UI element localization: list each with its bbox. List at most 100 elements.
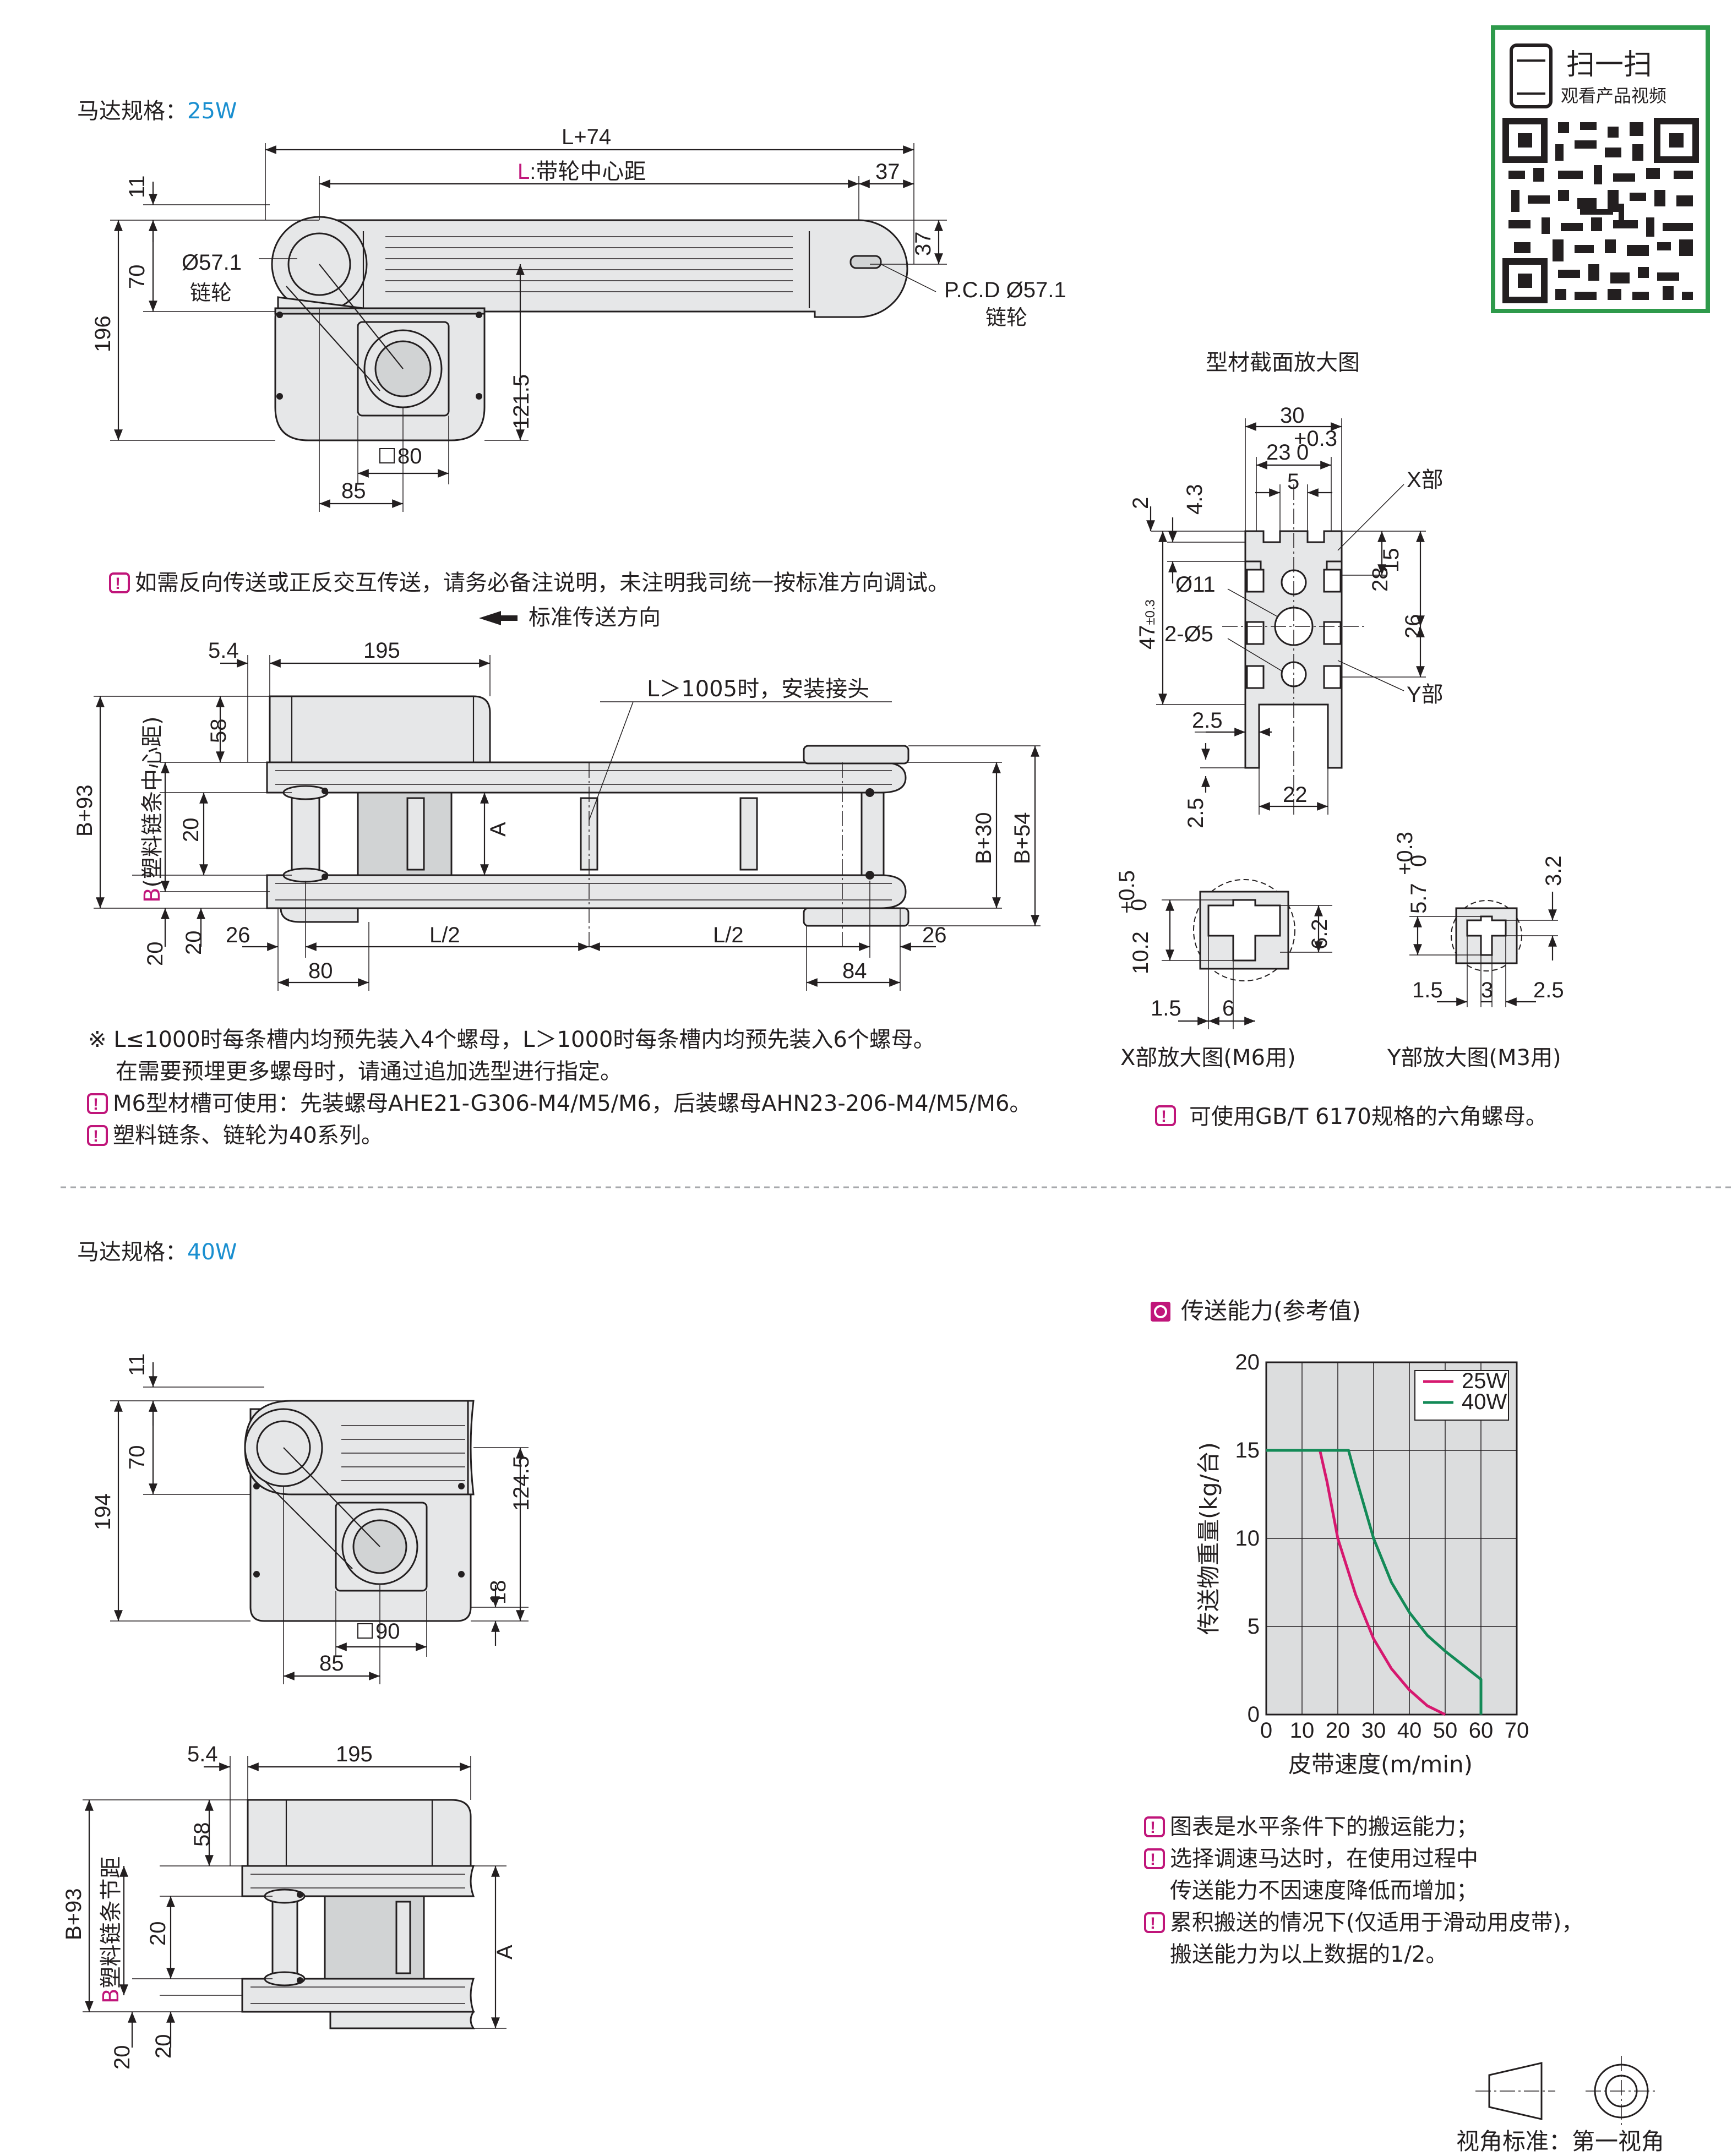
svg-text:图表是水平条件下的搬运能力；: 图表是水平条件下的搬运能力； bbox=[1170, 1814, 1478, 1840]
capacity-notes: ! 图表是水平条件下的搬运能力； ! 选择调速马达时，在使用过程中 传送能力不因… bbox=[1144, 1814, 1583, 1967]
svg-text:70: 70 bbox=[125, 265, 149, 290]
svg-text:5.4: 5.4 bbox=[208, 638, 239, 663]
svg-text:195: 195 bbox=[363, 638, 400, 663]
svg-text:6.2: 6.2 bbox=[1308, 919, 1332, 949]
note-reverse: ! 如需反向传送或正反交互传送，请务必备注说明，未注明我司统一按标准方向调试。 bbox=[109, 570, 950, 596]
svg-text:选择调速马达时，在使用过程中: 选择调速马达时，在使用过程中 bbox=[1170, 1846, 1478, 1871]
svg-text:!: ! bbox=[1150, 1914, 1156, 1933]
svg-text:B+30: B+30 bbox=[972, 812, 996, 864]
svg-text:85: 85 bbox=[341, 479, 366, 503]
svg-text:2-Ø5: 2-Ø5 bbox=[1164, 622, 1213, 646]
svg-text:20: 20 bbox=[179, 818, 203, 843]
svg-text:70: 70 bbox=[125, 1445, 149, 1470]
svg-text:20: 20 bbox=[146, 1922, 170, 1946]
svg-text:1.5: 1.5 bbox=[1151, 996, 1181, 1020]
svg-text:传送能力(参考值): 传送能力(参考值) bbox=[1181, 1297, 1361, 1324]
svg-text:在需要预埋更多螺母时，请通过追加选型进行指定。: 在需要预埋更多螺母时，请通过追加选型进行指定。 bbox=[116, 1059, 622, 1084]
view-standard-label: 视角标准：第一视角 bbox=[1456, 2128, 1664, 2155]
svg-text:L+74: L+74 bbox=[562, 125, 611, 149]
svg-text:28: 28 bbox=[1368, 567, 1392, 592]
legend-box bbox=[1414, 1370, 1509, 1421]
svg-text:20: 20 bbox=[182, 931, 206, 956]
svg-text:!: ! bbox=[93, 1095, 99, 1114]
y-detail: 5.7 +0.3 0 3.2 1.5 3 2.5 Y部放大图(M3用) bbox=[1387, 832, 1566, 1071]
x-tick-label: 0 bbox=[1260, 1718, 1272, 1743]
svg-text:5.4: 5.4 bbox=[187, 1742, 218, 1766]
svg-text:+0.3: +0.3 bbox=[1393, 832, 1417, 875]
svg-text:37: 37 bbox=[875, 160, 900, 184]
motor-spec-label-40w: 马达规格：40W bbox=[77, 1240, 237, 1265]
svg-text:X部放大图(M6用): X部放大图(M6用) bbox=[1120, 1045, 1296, 1071]
svg-text:观看产品视频: 观看产品视频 bbox=[1561, 85, 1666, 106]
x-tick-label: 60 bbox=[1469, 1718, 1494, 1743]
svg-text:0: 0 bbox=[1127, 899, 1151, 911]
svg-text:2: 2 bbox=[1129, 497, 1153, 509]
svg-text:L＞1005时，安装接头: L＞1005时，安装接头 bbox=[647, 676, 869, 702]
svg-text:链轮: 链轮 bbox=[985, 305, 1027, 330]
svg-text:L:带轮中心距: L:带轮中心距 bbox=[518, 160, 646, 184]
x-tick-label: 30 bbox=[1361, 1718, 1386, 1743]
profile-note: ! 可使用GB/T 6170规格的六角螺母。 bbox=[1155, 1104, 1548, 1129]
svg-text:1.5: 1.5 bbox=[1412, 978, 1443, 1002]
svg-text:※ L≤1000时每条槽内均预先装入4个螺母，L＞1000时: ※ L≤1000时每条槽内均预先装入4个螺母，L＞1000时每条槽内均预先装入6… bbox=[88, 1027, 935, 1052]
svg-text:2.5: 2.5 bbox=[1533, 978, 1564, 1002]
svg-text:58: 58 bbox=[206, 719, 231, 744]
y-axis-label: 传送物重量(kg/台) bbox=[1195, 1442, 1222, 1635]
svg-text:M6型材槽可使用：先装螺母AHE21-G306-M4/M5/: M6型材槽可使用：先装螺母AHE21-G306-M4/M5/M6，后装螺母AHN… bbox=[113, 1091, 1031, 1116]
svg-text:20: 20 bbox=[143, 942, 167, 967]
phone-icon bbox=[1510, 43, 1553, 108]
svg-text:30: 30 bbox=[1280, 403, 1305, 428]
std-direction-arrow: 标准传送方向 bbox=[479, 605, 661, 630]
svg-text:6: 6 bbox=[1222, 996, 1234, 1020]
svg-text:80: 80 bbox=[397, 444, 422, 468]
x-detail: 10.2 +0.5 0 6.2 1.5 6 X部放大图(M6用) bbox=[1115, 870, 1332, 1071]
notes-25w: ※ L≤1000时每条槽内均预先装入4个螺母，L＞1000时每条槽内均预先装入6… bbox=[87, 1027, 1031, 1148]
svg-text:B+93: B+93 bbox=[62, 1888, 86, 1940]
legend-label-25W: 25W bbox=[1462, 1369, 1507, 1393]
svg-text:85: 85 bbox=[319, 1651, 344, 1675]
svg-text:0: 0 bbox=[1297, 440, 1309, 465]
svg-text:Y部放大图(M3用): Y部放大图(M3用) bbox=[1387, 1045, 1561, 1071]
y-tick-label: 5 bbox=[1248, 1614, 1260, 1639]
qr-box[interactable]: 扫一扫 观看产品视频 bbox=[1491, 25, 1710, 313]
svg-text:A: A bbox=[486, 822, 510, 837]
svg-text:84: 84 bbox=[842, 959, 867, 983]
svg-text:5.7: 5.7 bbox=[1407, 883, 1431, 914]
svg-text:20: 20 bbox=[110, 2045, 134, 2070]
svg-text:26: 26 bbox=[226, 923, 250, 947]
svg-text:Ø11: Ø11 bbox=[1175, 572, 1216, 597]
y-tick-label: 10 bbox=[1235, 1526, 1260, 1551]
profile-title: 型材截面放大图 bbox=[1206, 350, 1360, 375]
side-view-25w: L+74 L:带轮中心距 37 37 11 70 196 Ø57.1 链轮 12… bbox=[91, 125, 1066, 512]
svg-text:58: 58 bbox=[190, 1822, 214, 1847]
first-angle-projection-icon bbox=[1475, 2056, 1657, 2127]
svg-text:37: 37 bbox=[911, 232, 935, 256]
svg-text:10.2: 10.2 bbox=[1129, 931, 1153, 974]
qr-code-icon[interactable] bbox=[1502, 118, 1699, 303]
plan-view-40w: 5.4 195 B+93 B塑料链条节距 58 20 20 20 A bbox=[62, 1742, 517, 2070]
y-tick-label: 0 bbox=[1248, 1702, 1260, 1727]
profile-cross-section: 30 23 +0.3 0 5 2 4.3 X部 Ø11 2-Ø5 47±0.3 … bbox=[1129, 403, 1444, 828]
svg-text:26: 26 bbox=[1401, 614, 1425, 639]
x-tick-label: 10 bbox=[1290, 1718, 1315, 1743]
svg-text:3: 3 bbox=[1481, 978, 1493, 1002]
svg-text:!: ! bbox=[115, 575, 121, 593]
svg-text:!: ! bbox=[1150, 1819, 1156, 1837]
svg-text:B塑料链条节距: B塑料链条节距 bbox=[99, 1857, 124, 2004]
x-axis-label: 皮带速度(m/min) bbox=[1288, 1751, 1473, 1778]
svg-text:121.5: 121.5 bbox=[509, 374, 533, 429]
svg-text:Ø57.1: Ø57.1 bbox=[182, 250, 242, 275]
x-tick-label: 20 bbox=[1326, 1718, 1350, 1743]
svg-text:20: 20 bbox=[151, 2034, 176, 2059]
svg-text:L/2: L/2 bbox=[713, 923, 744, 947]
svg-text:X部: X部 bbox=[1407, 468, 1444, 492]
motor-spec-label-25w: 马达规格：25W bbox=[77, 99, 237, 124]
svg-text:11: 11 bbox=[125, 1353, 149, 1376]
svg-text:5: 5 bbox=[1287, 470, 1299, 494]
svg-text:2.5: 2.5 bbox=[1192, 708, 1223, 733]
svg-text:+0.5: +0.5 bbox=[1115, 870, 1139, 914]
svg-text:如需反向传送或正反交互传送，请务必备注说明，未注明我司统一按: 如需反向传送或正反交互传送，请务必备注说明，未注明我司统一按标准方向调试。 bbox=[135, 570, 950, 596]
svg-text:累积搬送的情况下(仅适用于滑动用皮带)，: 累积搬送的情况下(仅适用于滑动用皮带)， bbox=[1170, 1910, 1583, 1935]
svg-text:11: 11 bbox=[125, 175, 149, 198]
